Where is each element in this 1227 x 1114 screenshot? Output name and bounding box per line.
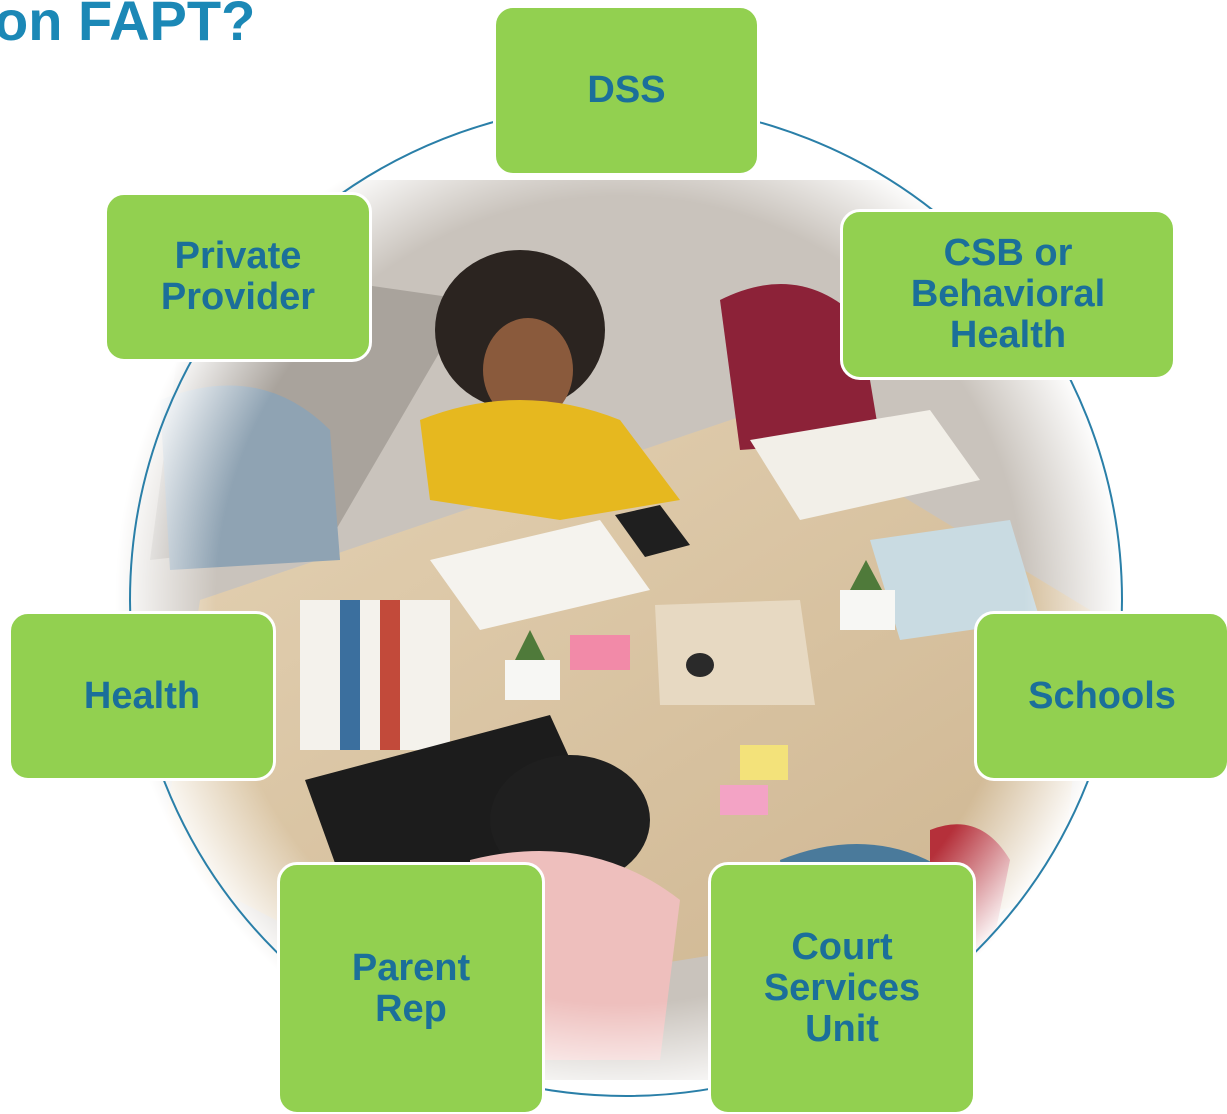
slide-title: on FAPT? <box>0 0 256 52</box>
node-dss: DSS <box>493 5 760 176</box>
node-csb-behavioral-health: CSB or Behavioral Health <box>840 209 1176 380</box>
node-parent-rep: Parent Rep <box>277 862 545 1114</box>
node-health: Health <box>8 611 276 781</box>
node-court-services-unit: Court Services Unit <box>708 862 976 1114</box>
node-schools: Schools <box>974 611 1227 781</box>
node-private-provider: Private Provider <box>104 192 372 362</box>
